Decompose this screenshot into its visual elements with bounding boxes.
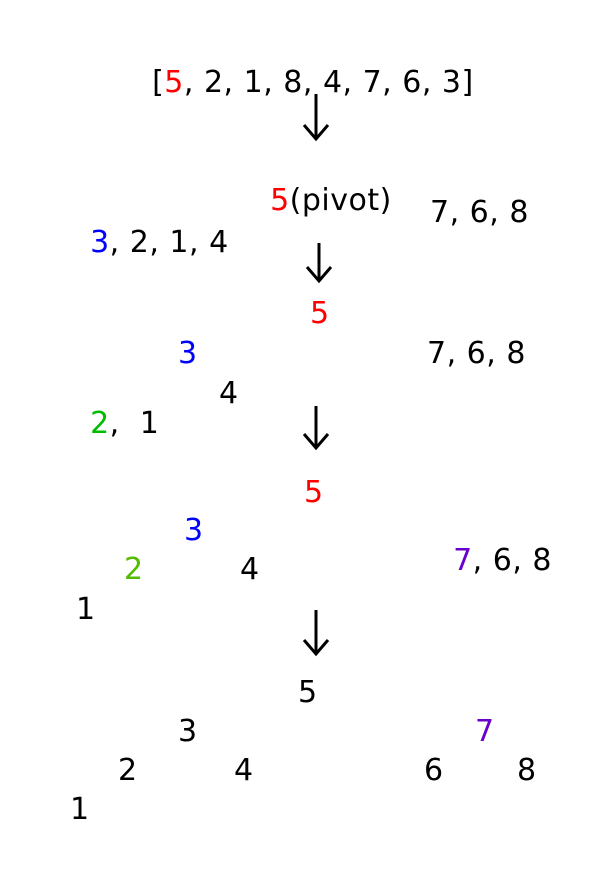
- left-left-rest: , 1: [109, 406, 160, 441]
- left-right-node: 4: [219, 376, 239, 411]
- right-partition: 7, 6, 8: [433, 516, 552, 576]
- right-right-node: 8: [517, 753, 537, 788]
- right-left-node: 6: [424, 753, 444, 788]
- pivot-label: (pivot): [289, 183, 392, 218]
- open-bracket: [: [152, 65, 165, 100]
- array-rest: , 2, 1, 8, 4, 7, 6, 3: [183, 65, 462, 100]
- left-node: 3: [184, 513, 204, 548]
- root-node: 5: [304, 475, 324, 510]
- root-node: 5: [310, 296, 330, 331]
- down-arrow-icon: [302, 610, 330, 657]
- left-partition: 3, 2, 1, 4: [70, 198, 229, 258]
- down-arrow-icon: [302, 94, 330, 142]
- left-pivot-value: 3: [90, 225, 110, 260]
- right-partition: 7, 6, 8: [427, 336, 526, 371]
- left-left-partition: 2, 1: [70, 379, 159, 439]
- left-node: 3: [178, 714, 198, 749]
- pivot-value: 5: [164, 65, 184, 100]
- right-pivot-value: 7: [453, 543, 473, 578]
- initial-array: [5, 2, 1, 8, 4, 7, 6, 3]: [132, 38, 474, 98]
- left-left-node: 2: [118, 753, 138, 788]
- left-left-left-node: 1: [76, 592, 96, 627]
- left-left-node: 2: [124, 552, 144, 587]
- right-partition: 7, 6, 8: [430, 195, 529, 230]
- left-rest: , 2, 1, 4: [109, 225, 229, 260]
- left-right-node: 4: [240, 552, 260, 587]
- root-node: 5: [298, 675, 318, 710]
- right-rest: , 6, 8: [472, 543, 552, 578]
- left-left-pivot-value: 2: [90, 406, 110, 441]
- pivot-value: 5: [270, 183, 290, 218]
- down-arrow-icon: [305, 243, 333, 284]
- close-bracket: ]: [461, 65, 474, 100]
- left-right-node: 4: [234, 753, 254, 788]
- left-left-left-node: 1: [70, 792, 90, 827]
- right-node: 7: [475, 714, 495, 749]
- left-node: 3: [178, 336, 198, 371]
- pivot-node: 5(pivot): [250, 156, 392, 216]
- down-arrow-icon: [302, 406, 330, 451]
